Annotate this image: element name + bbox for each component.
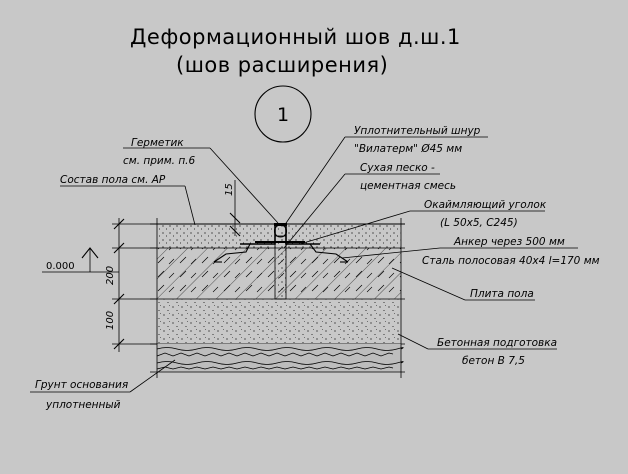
- title-line-2: (шов расширения): [176, 53, 388, 77]
- callouts: Герметик см. прим. п.6 Состав пола см. А…: [30, 125, 600, 411]
- angle-right: [285, 224, 320, 245]
- label-angle-1: Окаймляющий уголок: [424, 199, 547, 211]
- dim-gap: 15: [224, 183, 235, 196]
- label-steel-strip: Сталь полосовая 40х4 l=170 мм: [422, 255, 600, 267]
- sealant: [274, 223, 287, 226]
- detail-number: 1: [277, 104, 289, 126]
- label-cord-1: Уплотнительный шнур: [354, 125, 481, 137]
- label-concrete-prep-1: Бетонная подготовка: [437, 337, 557, 349]
- dim-prep: 100: [105, 311, 116, 330]
- detail-marker: 1: [254, 85, 312, 143]
- label-sealant-2: см. прим. п.6: [123, 155, 196, 167]
- dimensions: 200 100 0.000 15: [42, 180, 241, 352]
- dim-slab: 200: [105, 266, 116, 285]
- label-sealant-1: Герметик: [131, 137, 184, 149]
- label-anchor: Анкер через 500 мм: [453, 236, 565, 248]
- label-dry-mix-1: Сухая песко -: [360, 162, 435, 174]
- label-concrete-prep-2: бетон В 7,5: [462, 355, 525, 367]
- label-floor-slab: Плита пола: [470, 288, 534, 300]
- label-base-soil-2: уплотненный: [45, 399, 121, 411]
- joint-assembly: [213, 223, 349, 300]
- label-cord-2: "Вилатерм" Ø45 мм: [354, 143, 462, 155]
- label-floor-composition: Состав пола см. АР: [60, 174, 166, 186]
- base-soil-layer: [150, 344, 405, 373]
- label-base-soil-1: Грунт основания: [35, 379, 128, 391]
- anchor-left: [213, 243, 251, 263]
- level-value: 0.000: [46, 261, 75, 272]
- title-line-1: Деформационный шов д.ш.1: [130, 25, 461, 49]
- label-angle-2: (L 50x5, С245): [440, 217, 518, 229]
- angle-left: [240, 224, 276, 245]
- concrete-prep-layer: [157, 299, 401, 344]
- label-dry-mix-2: цементная смесь: [360, 180, 456, 192]
- level-mark: 0.000: [42, 247, 119, 273]
